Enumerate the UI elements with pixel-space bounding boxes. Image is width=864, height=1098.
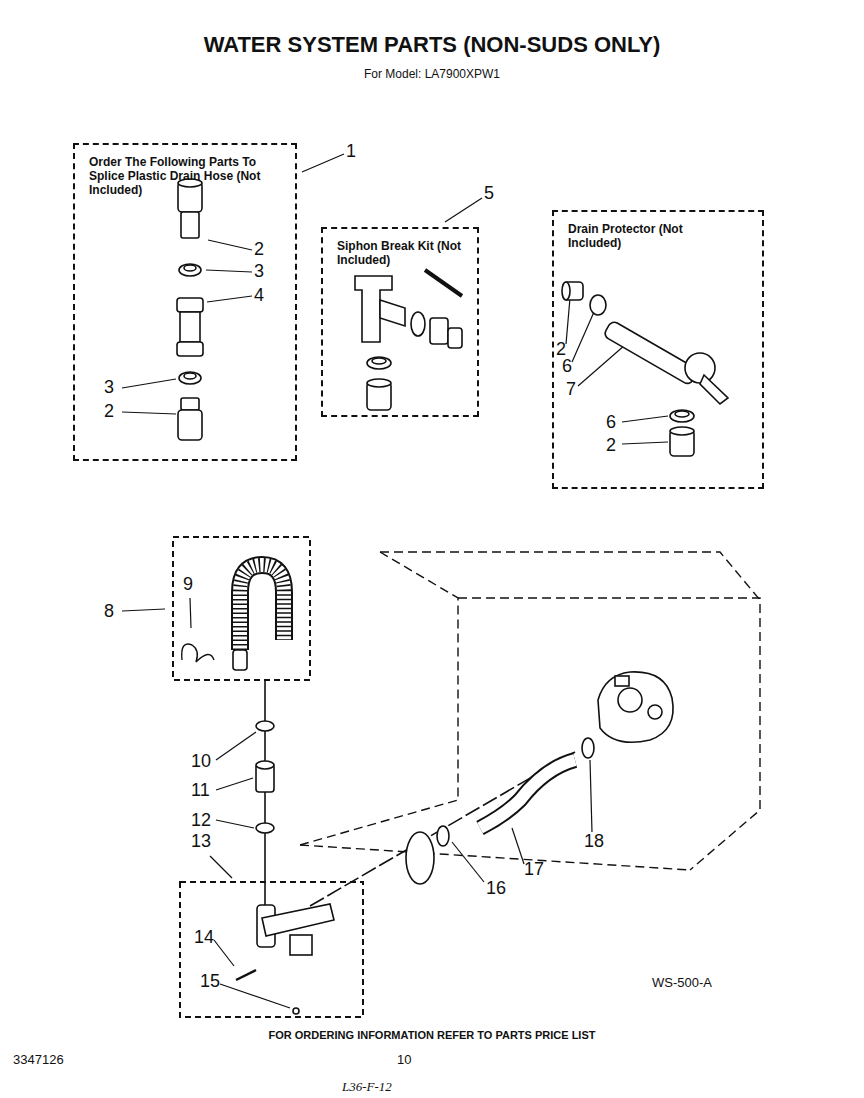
callout-number: 3 [254,262,264,280]
document-number: 3347126 [13,1053,64,1066]
callout-number: 15 [200,972,220,990]
hose-group-box [173,537,310,680]
callout-number: 16 [486,879,506,897]
standpipe-group-box [180,882,363,1017]
drain-chain-parts [236,672,673,1014]
splice-parts [177,179,203,440]
callout-number: 2 [606,436,616,454]
callout-number: 6 [562,357,572,375]
callout-number: 3 [104,378,114,396]
callout-number: 10 [191,752,211,770]
handwritten-note: L36-F-12 [342,1080,392,1093]
callout-number: 4 [254,286,264,304]
drain-hose [182,565,284,670]
leader-lines [122,154,668,1008]
kit-box: Siphon Break Kit (Not Included) [321,227,479,417]
callout-number: 5 [484,184,494,202]
callout-number: 11 [191,781,210,799]
footer-note: FOR ORDERING INFORMATION REFER TO PARTS … [0,1030,864,1041]
model-number: For Model: LA7900XPW1 [0,68,864,80]
callout-number: 17 [524,860,544,878]
callout-number: 7 [566,380,576,398]
siphon-kit-parts [355,270,462,410]
callout-number: 2 [556,340,566,358]
callout-number: 13 [191,832,211,850]
callout-number: 1 [346,142,356,160]
kit-heading: Drain Protector (Not Included) [568,222,698,250]
callout-number: 2 [254,240,264,258]
diagram-title: WATER SYSTEM PARTS (NON-SUDS ONLY) [0,34,864,56]
page-number: 10 [397,1053,411,1066]
kit-box: Drain Protector (Not Included) [552,210,764,489]
callout-number: 2 [104,402,114,420]
drain-protector-parts [562,282,728,456]
callout-number: 12 [191,811,211,829]
drawing-code: WS-500-A [652,976,712,989]
cabinet-outline [300,552,760,870]
callout-number: 9 [183,575,193,593]
callout-number: 14 [194,928,214,946]
callout-number: 6 [606,413,616,431]
kit-heading: Siphon Break Kit (Not Included) [337,239,467,267]
callout-number: 8 [104,602,114,620]
callout-number: 18 [584,832,604,850]
kit-heading: Order The Following Parts To Splice Plas… [89,155,289,197]
